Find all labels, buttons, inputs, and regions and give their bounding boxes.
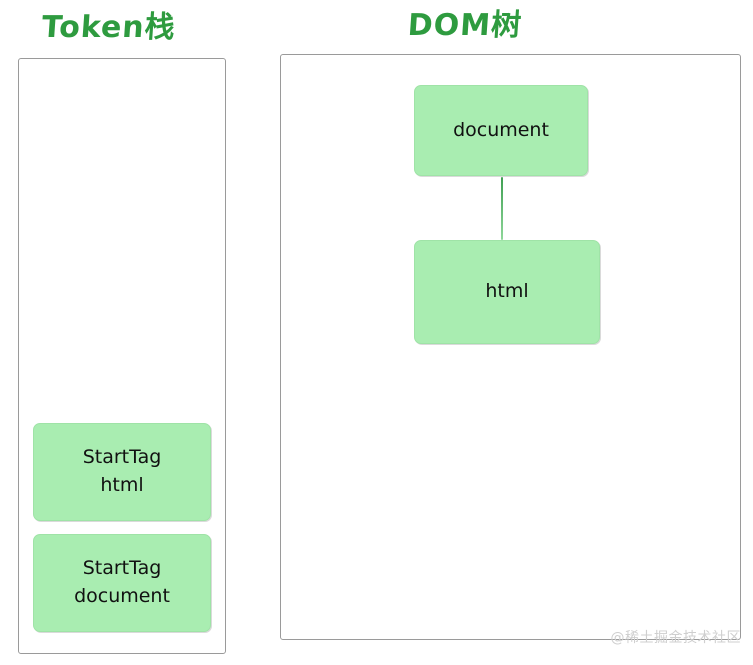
token-stack-item-type: StartTag	[82, 446, 162, 469]
token-stack-item-name: document	[74, 585, 170, 607]
dom-node-label: document	[453, 118, 549, 141]
token-stack-item-type: StartTag	[82, 557, 162, 580]
dom-node-document[interactable]: document	[414, 85, 588, 176]
token-stack-title: Token栈	[40, 10, 177, 45]
token-stack-item-name: html	[100, 474, 144, 496]
dom-tree-title: DOM树	[406, 8, 524, 43]
dom-node-html[interactable]: html	[414, 240, 600, 344]
dom-edge-document-to-html	[501, 177, 503, 240]
watermark-text: @稀土掘金技术社区	[610, 630, 741, 646]
token-stack-item[interactable]: StartTag html	[33, 423, 211, 521]
token-stack-item[interactable]: StartTag document	[33, 534, 211, 632]
dom-node-label: html	[485, 280, 529, 303]
